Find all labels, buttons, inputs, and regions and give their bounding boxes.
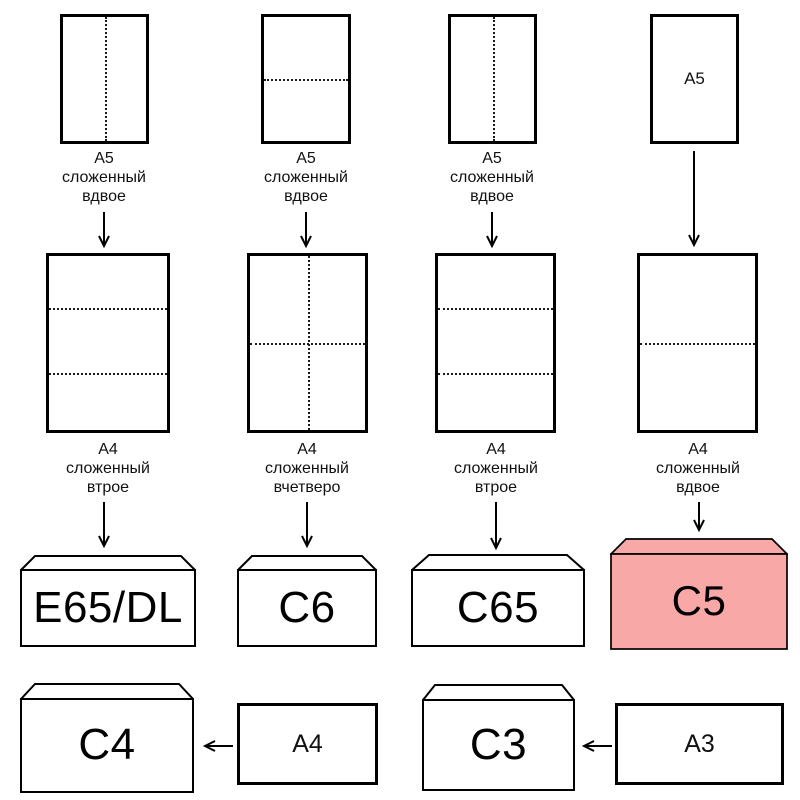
caption-line: A5 xyxy=(482,150,502,167)
sheet-a4-source: A4 xyxy=(237,703,378,785)
sheet-a4-col1 xyxy=(46,253,170,433)
caption-a5-col3: A5 сложенный вдвое xyxy=(417,149,567,206)
envelope-body xyxy=(20,698,194,793)
caption-a4-col1: A4 сложенный втрое xyxy=(33,440,183,497)
sheet-a4-col4 xyxy=(637,253,758,433)
envelope-c3: C3 xyxy=(422,684,575,791)
envelope-flap xyxy=(20,555,196,571)
envelope-body xyxy=(610,553,788,650)
sheet-a3-source: A3 xyxy=(615,703,784,785)
sheet-a5-col3 xyxy=(448,14,537,144)
caption-line: сложенный xyxy=(454,460,538,477)
envelope-flap xyxy=(237,555,377,571)
caption-line: сложенный xyxy=(62,169,146,186)
fold-line-horizontal xyxy=(264,79,348,81)
envelope-label: C6 xyxy=(278,582,336,632)
caption-line: сложенный xyxy=(450,169,534,186)
envelope-body xyxy=(411,569,585,647)
envelope-flap xyxy=(610,538,788,555)
caption-line: сложенный xyxy=(265,460,349,477)
envelope-body xyxy=(237,569,377,647)
sheet-a3-source-label: A3 xyxy=(684,729,715,758)
envelope-label: C65 xyxy=(456,582,540,632)
caption-a4-col4: A4 сложенный вдвое xyxy=(623,440,773,497)
caption-line: сложенный xyxy=(264,169,348,186)
fold-line-horizontal xyxy=(640,343,755,345)
caption-a5-col1: A5 сложенный вдвое xyxy=(29,149,179,206)
envelope-shape xyxy=(20,683,194,793)
caption-line: втрое xyxy=(86,479,130,496)
sheet-a5-col1 xyxy=(60,14,149,144)
caption-line: A4 xyxy=(98,441,118,458)
envelope-shape xyxy=(422,684,575,791)
envelope-flap xyxy=(422,684,575,701)
caption-line: A5 xyxy=(296,150,316,167)
fold-line-horizontal xyxy=(438,308,553,311)
caption-line: вдвое xyxy=(284,188,328,205)
envelope-flap xyxy=(411,554,585,571)
sheet-a5-label: A5 xyxy=(684,69,705,88)
envelope-shape xyxy=(610,538,788,650)
caption-a4-col3: A4 сложенный втрое xyxy=(421,440,571,497)
caption-line: втрое xyxy=(474,479,518,496)
envelope-shape xyxy=(411,554,585,647)
envelope-body xyxy=(422,699,575,791)
fold-line-horizontal xyxy=(438,372,553,375)
sheet-a4-col3 xyxy=(435,253,556,433)
envelope-c65: C65 xyxy=(411,554,585,647)
envelope-label: C5 xyxy=(671,577,727,624)
envelope-label: C3 xyxy=(469,719,528,769)
caption-line: вдвое xyxy=(676,479,720,496)
caption-a5-col2: A5 сложенный вдвое xyxy=(231,149,381,206)
envelope-c6: C6 xyxy=(237,555,377,647)
caption-line: вдвое xyxy=(82,188,126,205)
caption-line: A4 xyxy=(486,441,506,458)
fold-line-vertical xyxy=(104,17,107,141)
sheet-a4-col2 xyxy=(247,253,368,433)
fold-line-vertical xyxy=(492,17,495,141)
envelope-shape xyxy=(237,555,377,647)
caption-line: вчетверо xyxy=(273,479,341,496)
caption-a4-col2: A4 сложенный вчетверо xyxy=(232,440,382,497)
fold-line-horizontal xyxy=(49,308,167,311)
envelope-flap xyxy=(20,683,194,700)
caption-line: A4 xyxy=(688,441,708,458)
sheet-a5-col4: A5 xyxy=(650,14,739,144)
envelope-label: E65/DL xyxy=(33,582,183,632)
caption-line: сложенный xyxy=(66,460,150,477)
sheet-a4-source-label: A4 xyxy=(292,729,323,758)
caption-line: A4 xyxy=(297,441,317,458)
fold-line-horizontal xyxy=(49,372,167,375)
envelope-e65dl: E65/DL xyxy=(20,555,196,647)
envelope-shape xyxy=(20,555,196,647)
envelope-c5-highlighted: C5 xyxy=(610,538,788,650)
envelope-c4: C4 xyxy=(20,683,194,793)
fold-line-vertical xyxy=(307,256,310,430)
envelope-label: C4 xyxy=(78,720,136,769)
sheet-a5-col2 xyxy=(261,14,351,144)
caption-line: A5 xyxy=(94,150,114,167)
caption-line: вдвое xyxy=(470,188,514,205)
envelope-body xyxy=(20,569,196,647)
caption-line: сложенный xyxy=(656,460,740,477)
